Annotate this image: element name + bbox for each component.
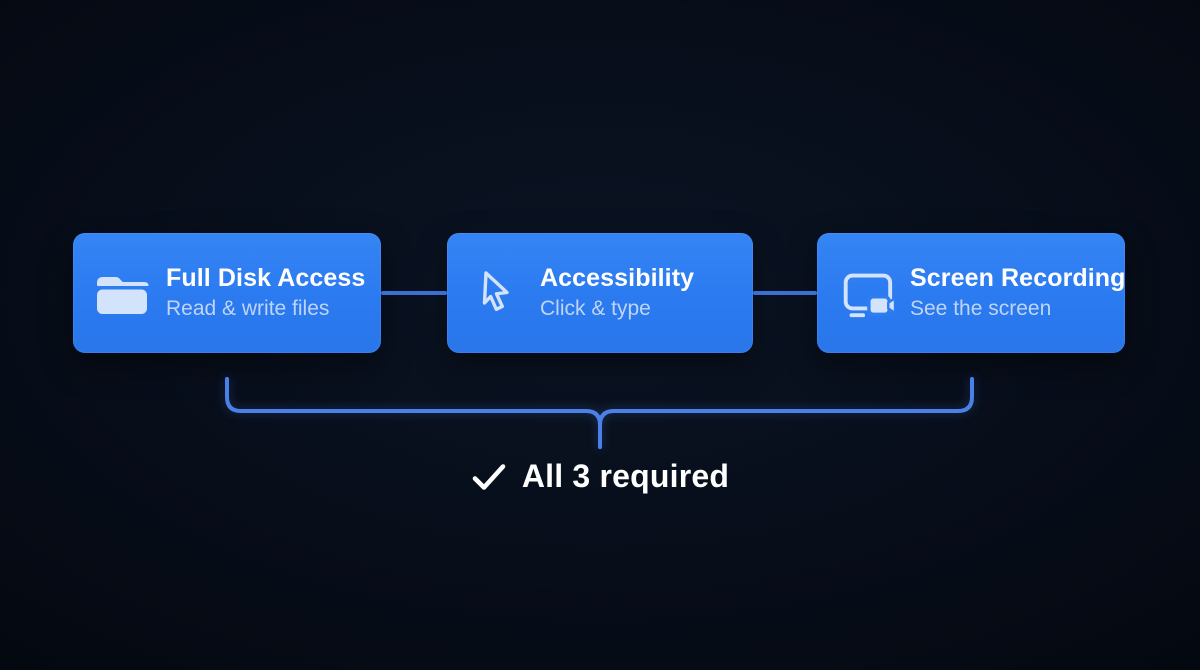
footer-label: All 3 required xyxy=(521,458,730,494)
card-subtitle: See the screen xyxy=(910,297,1052,321)
check-icon xyxy=(471,462,507,492)
card-title: Accessibility xyxy=(540,264,695,293)
card-subtitle: Click & type xyxy=(540,297,651,321)
card-title: Full Disk Access xyxy=(166,264,366,293)
card-accessibility: Accessibility Click & type xyxy=(447,233,753,353)
card-subtitle: Read & write files xyxy=(166,297,330,321)
folder-icon xyxy=(93,270,151,316)
card-title: Screen Recording xyxy=(910,264,1126,293)
screen-recording-icon xyxy=(837,265,895,321)
footer-label-group: All 3 required xyxy=(0,458,1200,495)
card-full-disk-access: Full Disk Access Read & write files xyxy=(73,233,381,353)
card-screen-recording: Screen Recording See the screen xyxy=(817,233,1125,353)
connector-line-1 xyxy=(381,291,447,295)
cursor-icon xyxy=(467,268,525,318)
connector-line-2 xyxy=(753,291,817,295)
